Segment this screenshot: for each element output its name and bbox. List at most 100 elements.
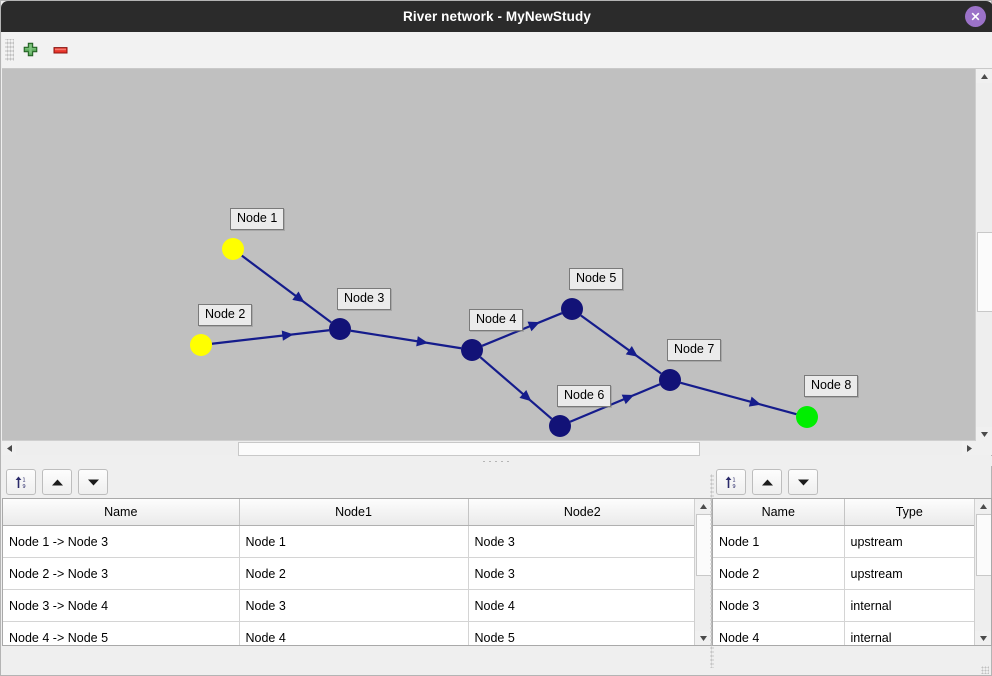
edge-arrow-icon bbox=[625, 345, 638, 357]
branch-move-up-button[interactable] bbox=[42, 469, 72, 495]
table-cell[interactable]: Node 4 bbox=[239, 621, 469, 645]
branch-move-down-button[interactable] bbox=[78, 469, 108, 495]
graph-edge[interactable] bbox=[350, 329, 462, 350]
table-cell[interactable]: Node 1 -> Node 3 bbox=[3, 525, 240, 558]
column-header-node1[interactable]: Node1 bbox=[239, 499, 469, 526]
branch-table-scrollbar[interactable] bbox=[694, 499, 711, 645]
graph-node-node-3[interactable] bbox=[329, 318, 351, 340]
table-cell[interactable]: upstream bbox=[844, 525, 974, 558]
graph-node-node-2[interactable] bbox=[190, 334, 212, 356]
table-cell[interactable]: internal bbox=[844, 621, 974, 645]
graph-canvas[interactable]: Node 1 Node 2 Node 3 Node 4 Node 5 Node 6 Node… bbox=[2, 69, 976, 441]
graph-node-label[interactable]: Node 8 bbox=[804, 375, 859, 397]
graph-hscroll-thumb[interactable] bbox=[238, 442, 700, 456]
graph-edge[interactable] bbox=[479, 356, 553, 420]
add-node-button[interactable] bbox=[17, 37, 43, 63]
caret-up-icon bbox=[980, 73, 988, 79]
table-cell[interactable]: Node 4 -> Node 5 bbox=[3, 621, 240, 645]
column-header-name[interactable]: Name bbox=[3, 499, 240, 526]
graph-edge[interactable] bbox=[680, 381, 797, 416]
table-cell[interactable]: Node 3 bbox=[468, 557, 694, 590]
branch-sort-button[interactable]: 1 9 bbox=[6, 469, 36, 495]
scroll-left-button[interactable] bbox=[2, 441, 16, 455]
graph-node-node-4[interactable] bbox=[461, 339, 483, 361]
graph-node-label[interactable]: Node 7 bbox=[667, 339, 722, 361]
svg-text:1: 1 bbox=[22, 477, 25, 483]
table-cell[interactable]: Node 3 -> Node 4 bbox=[3, 589, 240, 622]
table-cell[interactable]: Node 3 bbox=[713, 589, 845, 622]
graph-node-node-7[interactable] bbox=[659, 369, 681, 391]
graph-vscroll-thumb[interactable] bbox=[977, 232, 992, 312]
graph-vertical-scrollbar[interactable] bbox=[975, 69, 992, 441]
table-cell[interactable]: Node 3 bbox=[239, 589, 469, 622]
graph-edge[interactable] bbox=[580, 314, 662, 375]
svg-text:9: 9 bbox=[732, 484, 735, 490]
scroll-down-button[interactable] bbox=[976, 427, 992, 441]
sort-ascending-icon: 1 9 bbox=[15, 476, 25, 490]
column-header-name[interactable]: Name bbox=[713, 499, 845, 526]
table-cell[interactable]: Node 5 bbox=[468, 621, 694, 645]
delete-node-button[interactable] bbox=[47, 37, 73, 63]
caret-down-icon bbox=[980, 431, 988, 437]
scroll-right-button[interactable] bbox=[962, 441, 976, 455]
node-move-down-button[interactable] bbox=[788, 469, 818, 495]
close-button[interactable] bbox=[965, 6, 986, 27]
table-cell[interactable]: upstream bbox=[844, 557, 974, 590]
table-cell[interactable]: Node 1 bbox=[713, 525, 845, 558]
graph-node-label[interactable]: Node 3 bbox=[337, 288, 392, 310]
edge-arrow-icon bbox=[281, 330, 294, 341]
graph-edge[interactable] bbox=[241, 254, 332, 324]
graph-node-label[interactable]: Node 1 bbox=[230, 208, 285, 230]
caret-down-icon bbox=[699, 635, 707, 641]
graph-node-node-6[interactable] bbox=[549, 415, 571, 437]
column-header-type[interactable]: Type bbox=[844, 499, 974, 526]
node-table-scrollbar[interactable] bbox=[974, 499, 991, 645]
branch-scroll-up-button[interactable] bbox=[695, 499, 711, 513]
graph-node-label[interactable]: Node 2 bbox=[198, 304, 253, 326]
arrow-up-icon bbox=[761, 479, 773, 485]
table-cell[interactable]: Node 2 -> Node 3 bbox=[3, 557, 240, 590]
table-cell[interactable]: internal bbox=[844, 589, 974, 622]
graph-node-label[interactable]: Node 6 bbox=[557, 385, 612, 407]
table-cell[interactable]: Node 2 bbox=[239, 557, 469, 590]
column-header-node2[interactable]: Node2 bbox=[468, 499, 694, 526]
graph-horizontal-scrollbar[interactable] bbox=[2, 440, 976, 456]
toolbar-drag-handle[interactable] bbox=[5, 39, 14, 61]
node-sort-button[interactable]: 1 9 bbox=[716, 469, 746, 495]
graph-node-node-1[interactable] bbox=[222, 238, 244, 260]
branch-scroll-thumb[interactable] bbox=[696, 514, 711, 576]
graph-node-node-5[interactable] bbox=[561, 298, 583, 320]
graph-node-label[interactable]: Node 5 bbox=[569, 268, 624, 290]
vertical-splitter[interactable] bbox=[2, 456, 992, 466]
resize-grip[interactable] bbox=[981, 666, 989, 674]
table-cell[interactable]: Node 2 bbox=[713, 557, 845, 590]
table-cell[interactable]: Node 1 bbox=[239, 525, 469, 558]
graph-node-node-8[interactable] bbox=[796, 406, 818, 428]
node-scroll-up-button[interactable] bbox=[975, 499, 991, 513]
node-scroll-down-button[interactable] bbox=[975, 631, 991, 645]
graph-node-label[interactable]: Node 4 bbox=[469, 309, 524, 331]
node-scroll-thumb[interactable] bbox=[976, 514, 991, 576]
minus-icon bbox=[53, 46, 67, 53]
table-cell[interactable]: Node 3 bbox=[468, 525, 694, 558]
graph-edge[interactable] bbox=[211, 329, 330, 345]
node-move-up-button[interactable] bbox=[752, 469, 782, 495]
scroll-up-button[interactable] bbox=[976, 69, 992, 83]
table-cell[interactable]: Node 4 bbox=[468, 589, 694, 622]
table-cell[interactable]: Node 4 bbox=[713, 621, 845, 645]
branch-scroll-down-button[interactable] bbox=[695, 631, 711, 645]
graph-edge[interactable] bbox=[569, 383, 661, 423]
